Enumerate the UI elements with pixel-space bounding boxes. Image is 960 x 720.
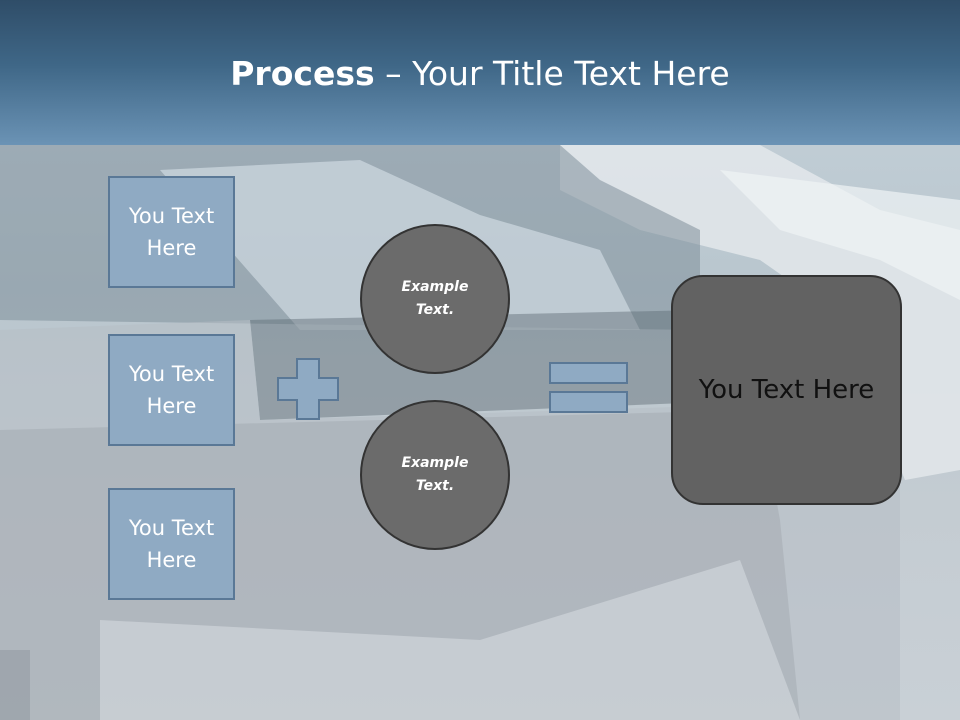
equals-icon [549,362,628,413]
title-bold: Process [230,54,375,93]
input-box-1: You Text Here [108,176,235,288]
header-bar: Process – Your Title Text Here [0,0,960,145]
input-box-label: You Text Here [128,362,215,418]
example-circle-1: Example Text. [360,224,510,374]
example-circle-label: Example Text. [401,455,469,494]
example-circle-2: Example Text. [360,400,510,550]
input-box-label: You Text Here [128,204,215,260]
input-box-label: You Text Here [128,516,215,572]
input-box-2: You Text Here [108,334,235,446]
plus-icon [277,358,339,420]
result-label: You Text Here [698,375,875,405]
input-box-3: You Text Here [108,488,235,600]
result-box: You Text Here [671,275,902,505]
example-circle-label: Example Text. [401,279,469,318]
page-title: Process – Your Title Text Here [0,52,960,96]
title-rest: – Your Title Text Here [374,54,730,93]
